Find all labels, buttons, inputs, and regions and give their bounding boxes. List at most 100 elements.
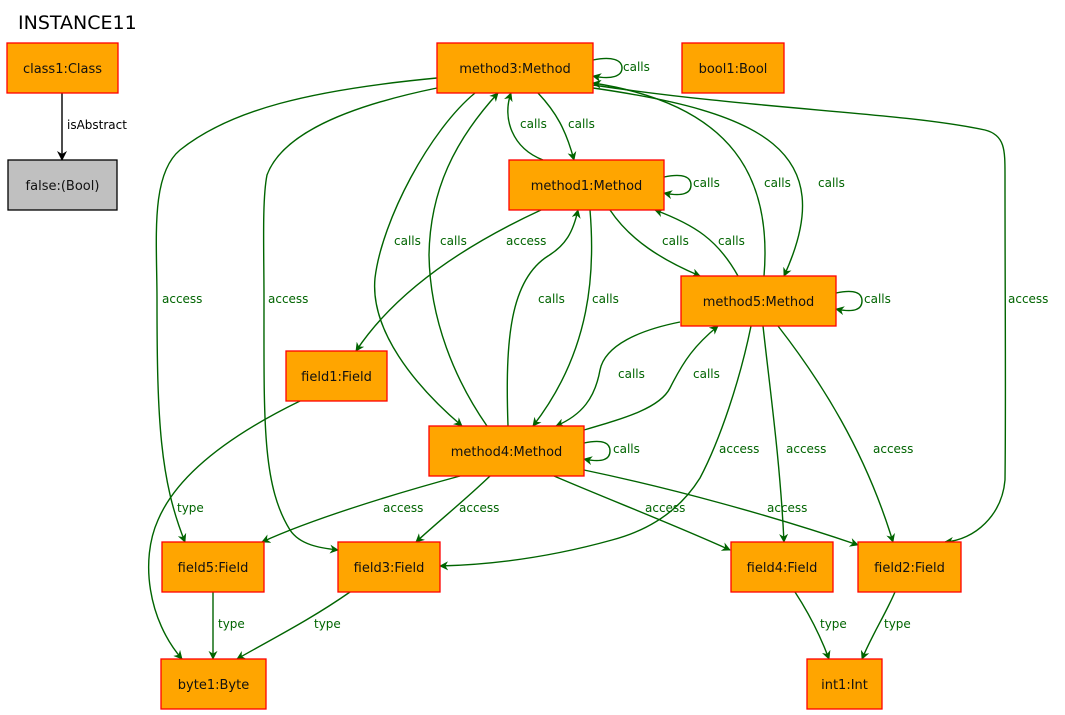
edge-method5-field4: access — [762, 325, 826, 543]
node-label: field3:Field — [354, 561, 425, 576]
edge-method4-method4: calls — [583, 440, 640, 466]
edge-field2-int1: type — [860, 591, 911, 660]
node-label: bool1:Bool — [699, 62, 768, 77]
edge-line — [663, 174, 692, 200]
edge-label: calls — [394, 234, 421, 248]
node-field2[interactable]: field2:Field — [857, 541, 962, 593]
node-box[interactable] — [7, 159, 118, 211]
edge-label: access — [506, 234, 546, 248]
node-label: field1:Field — [301, 370, 372, 385]
node-box[interactable] — [285, 350, 388, 402]
edge-line — [148, 400, 301, 660]
edge-label: access — [767, 501, 807, 515]
edge-line — [583, 469, 859, 547]
node-box[interactable] — [806, 658, 883, 710]
node-label: field5:Field — [178, 561, 249, 576]
edge-line — [506, 209, 581, 427]
node-box[interactable] — [436, 42, 594, 94]
edge-line — [860, 591, 896, 660]
edge-line — [355, 209, 542, 352]
edge-method3-field2: access — [592, 84, 1048, 546]
edge-method4-field5: access — [261, 475, 461, 543]
edge-label: calls — [662, 234, 689, 248]
edge-line — [583, 325, 719, 431]
edge-label: access — [786, 442, 826, 456]
edge-line — [762, 325, 789, 543]
edge-label: calls — [693, 176, 720, 190]
edge-class1-false: isAbstract — [57, 93, 127, 161]
edge-line — [592, 84, 1007, 546]
edge-method4-field2: access — [583, 469, 859, 547]
node-box[interactable] — [681, 42, 785, 94]
node-bool1[interactable]: bool1:Bool — [681, 42, 785, 94]
node-class1[interactable]: class1:Class — [6, 42, 119, 94]
node-box[interactable] — [6, 42, 119, 94]
edge-label: type — [820, 617, 847, 631]
edge-label: calls — [568, 117, 595, 131]
edge-line — [835, 290, 863, 316]
node-box[interactable] — [680, 275, 837, 327]
edge-label: access — [383, 501, 423, 515]
node-field4[interactable]: field4:Field — [730, 541, 834, 593]
edge-label: type — [177, 501, 204, 515]
edge-line — [592, 87, 804, 277]
node-box[interactable] — [730, 541, 834, 593]
edge-method1-method3: calls — [504, 92, 547, 161]
edge-line — [537, 92, 577, 161]
edge-line — [555, 321, 681, 427]
edge-label: calls — [818, 176, 845, 190]
edge-method4-field4: access — [553, 475, 731, 551]
node-box[interactable] — [857, 541, 962, 593]
node-box[interactable] — [161, 541, 265, 593]
node-label: false:(Bool) — [26, 179, 100, 194]
edge-line — [236, 591, 351, 660]
edge-label: calls — [613, 442, 640, 456]
edge-line — [794, 591, 831, 660]
edge-method1-method5: calls — [609, 209, 701, 278]
node-box[interactable] — [160, 658, 267, 710]
edge-line — [583, 440, 611, 466]
edge-line — [777, 325, 895, 543]
node-int1[interactable]: int1:Int — [806, 658, 883, 710]
node-label: method3:Method — [459, 62, 571, 77]
edge-label: access — [268, 292, 308, 306]
edge-line — [592, 57, 623, 83]
node-label: method1:Method — [531, 179, 643, 194]
diagram-title: INSTANCE11 — [18, 12, 137, 34]
node-method3[interactable]: method3:Method — [436, 42, 594, 94]
edge-method4-method1: calls — [506, 209, 581, 427]
node-method5[interactable]: method5:Method — [680, 275, 837, 327]
edge-method3-method1: calls — [537, 92, 595, 161]
node-label: int1:Int — [821, 678, 868, 693]
edge-method4-field3: access — [415, 475, 499, 543]
edge-label: access — [1008, 292, 1048, 306]
node-false[interactable]: false:(Bool) — [7, 159, 118, 211]
edge-label: calls — [618, 367, 645, 381]
edge-line — [532, 209, 593, 427]
node-byte1[interactable]: byte1:Byte — [160, 658, 267, 710]
node-label: byte1:Byte — [178, 678, 249, 693]
node-field3[interactable]: field3:Field — [337, 541, 441, 593]
edge-method4-method5: calls — [583, 325, 720, 431]
edge-method1-method1: calls — [663, 174, 720, 200]
edge-line — [654, 208, 739, 277]
node-method4[interactable]: method4:Method — [428, 425, 585, 477]
node-box[interactable] — [337, 541, 441, 593]
edge-method1-field1: access — [355, 209, 546, 352]
edge-method3-method4: calls — [373, 92, 476, 427]
edge-line — [553, 475, 731, 551]
edge-line — [504, 92, 544, 161]
node-field1[interactable]: field1:Field — [285, 350, 388, 402]
edges-layer: isAbstract calls calls calls calls calls calls… — [57, 57, 1048, 660]
edge-line — [609, 209, 701, 278]
node-method1[interactable]: method1:Method — [508, 159, 665, 211]
node-box[interactable] — [428, 425, 585, 477]
edge-line — [428, 92, 499, 427]
edge-label: isAbstract — [67, 118, 127, 132]
node-box[interactable] — [508, 159, 665, 211]
edge-label: access — [459, 501, 499, 515]
edge-method5-method3: calls — [592, 79, 791, 277]
edge-label: access — [873, 442, 913, 456]
node-field5[interactable]: field5:Field — [161, 541, 265, 593]
